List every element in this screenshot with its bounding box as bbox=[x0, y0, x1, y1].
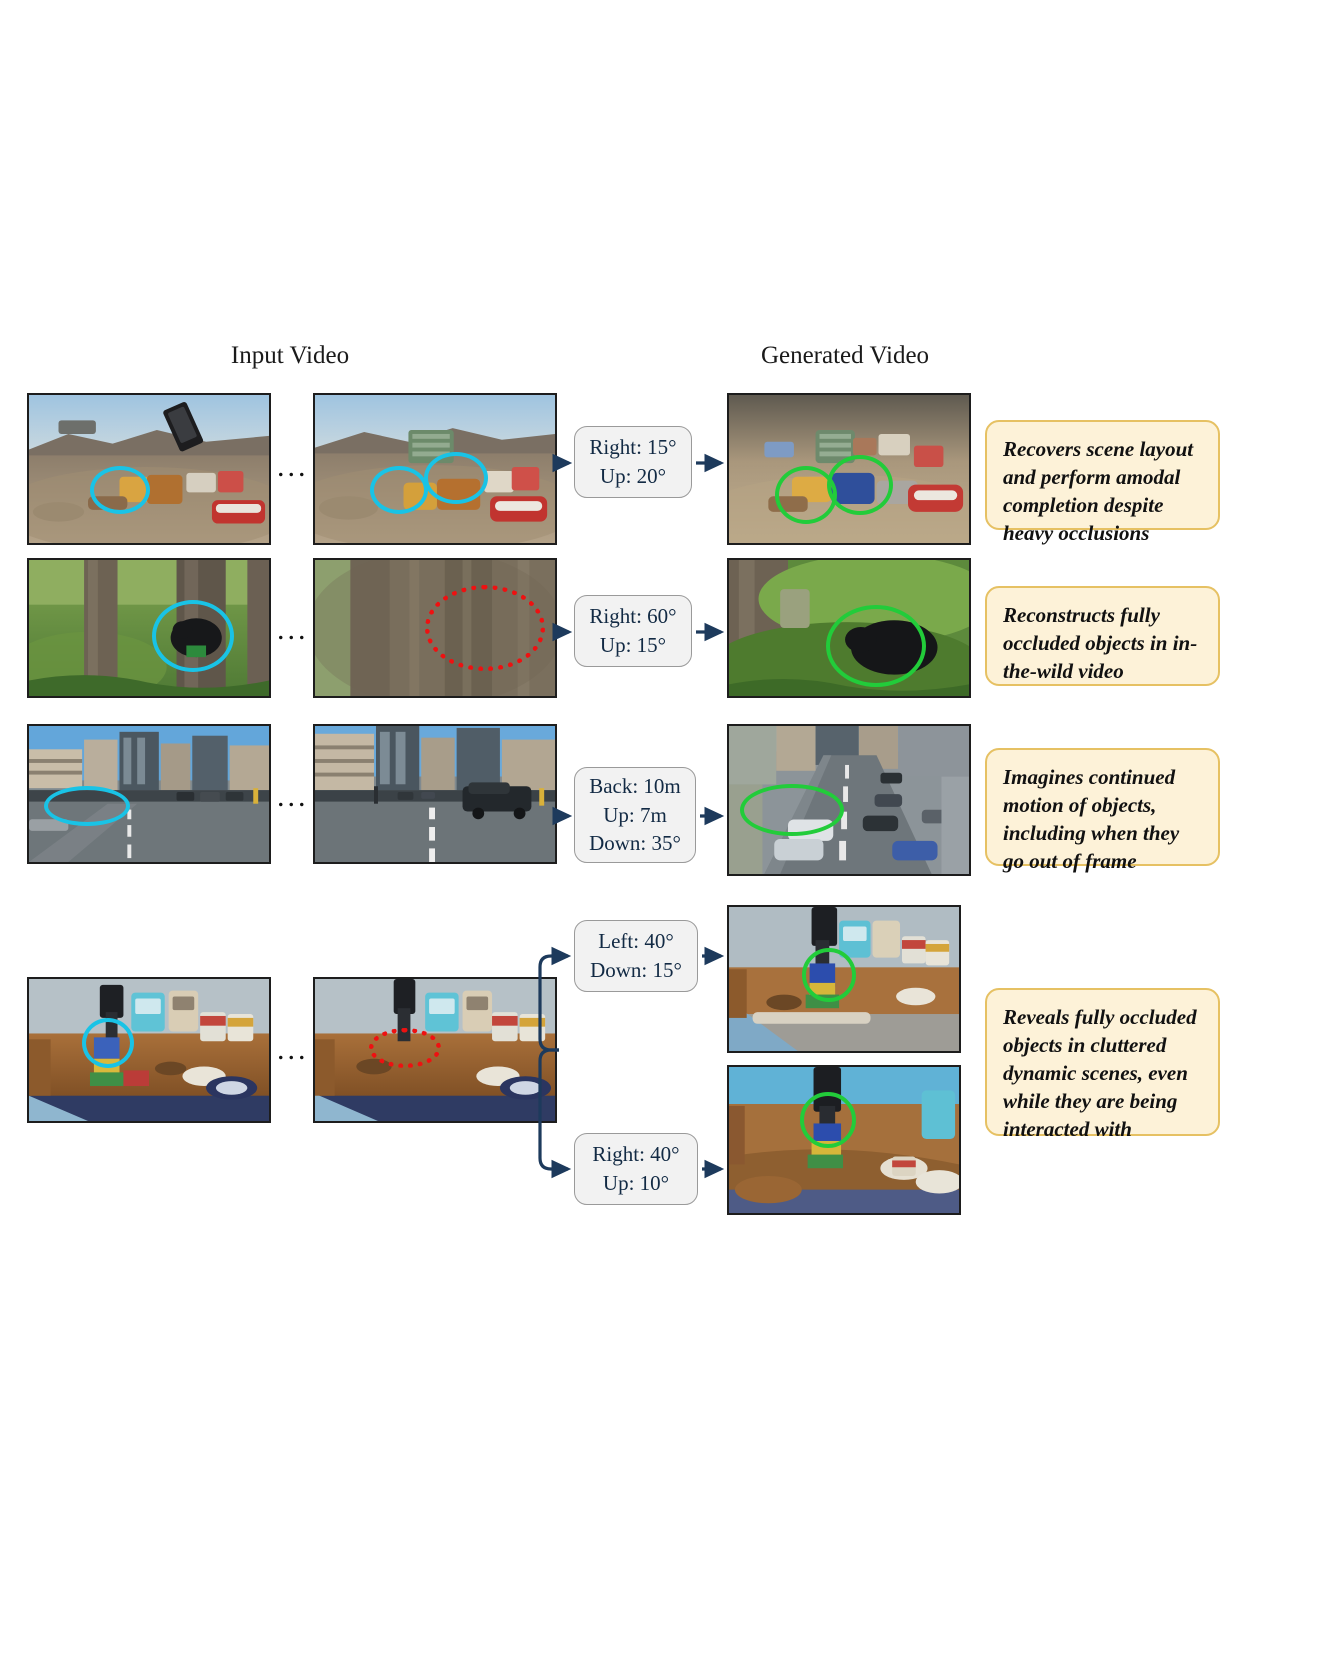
ellipsis-row2: ... bbox=[277, 613, 309, 646]
input-first-frame-row3 bbox=[27, 724, 271, 864]
highlight-circle-generated-row4-top bbox=[802, 948, 856, 1002]
ellipsis-row4: ... bbox=[277, 1033, 309, 1066]
generated-frame-row4-bottom bbox=[727, 1065, 961, 1215]
input-first-frame-row4 bbox=[27, 977, 271, 1123]
input-first-frame-row1 bbox=[27, 393, 271, 545]
camera-control-box-row4-top[interactable]: Left: 40° Down: 15° bbox=[574, 920, 698, 992]
caption-text: Reveals fully occluded objects in clutte… bbox=[1003, 1005, 1197, 1141]
caption-box-row2: Reconstructs fully occluded objects in i… bbox=[985, 586, 1220, 686]
generated-frame-row1 bbox=[727, 393, 971, 545]
highlight-circle-input-row4 bbox=[82, 1018, 134, 1068]
control-line: Down: 35° bbox=[589, 831, 681, 856]
occluded-region-circle-row4 bbox=[369, 1028, 441, 1068]
highlight-circle-generated-row3 bbox=[740, 784, 844, 836]
caption-text: Recovers scene layout and perform amodal… bbox=[1003, 437, 1194, 545]
control-line: Right: 40° bbox=[592, 1142, 680, 1167]
camera-control-box-row3[interactable]: Back: 10m Up: 7m Down: 35° bbox=[574, 767, 696, 863]
highlight-circle-generated-row4-bottom bbox=[800, 1092, 856, 1148]
control-line: Up: 7m bbox=[603, 802, 667, 827]
control-line: Right: 15° bbox=[589, 435, 677, 460]
caption-text: Reconstructs fully occluded objects in i… bbox=[1003, 603, 1198, 683]
input-first-frame-row2 bbox=[27, 558, 271, 698]
control-line: Up: 10° bbox=[602, 1171, 670, 1195]
highlight-circle-generated-row2 bbox=[826, 605, 926, 687]
column-header-generated-video: Generated Video bbox=[760, 342, 930, 369]
control-line: Up: 20° bbox=[599, 464, 667, 488]
control-line: Right: 60° bbox=[589, 604, 677, 629]
camera-control-box-row2[interactable]: Right: 60° Up: 15° bbox=[574, 595, 692, 667]
control-line: Left: 40° bbox=[598, 929, 674, 954]
ellipsis-row1: ... bbox=[277, 450, 309, 483]
caption-text: Imagines continued motion of objects, in… bbox=[1003, 765, 1180, 873]
highlight-circle-input-row2 bbox=[152, 600, 234, 672]
control-line: Up: 15° bbox=[599, 633, 667, 657]
highlight-circle-input-row1-b bbox=[370, 466, 428, 514]
ellipsis-row3: ... bbox=[277, 780, 309, 813]
caption-box-row4: Reveals fully occluded objects in clutte… bbox=[985, 988, 1220, 1141]
camera-control-box-row4-bottom[interactable]: Right: 40° Up: 10° bbox=[574, 1133, 698, 1205]
caption-box-row3: Imagines continued motion of objects, in… bbox=[985, 748, 1220, 873]
control-line: Down: 15° bbox=[590, 958, 682, 982]
highlight-circle-input-row1-a bbox=[90, 466, 150, 514]
column-header-input-video: Input Video bbox=[230, 342, 350, 369]
highlight-circle-input-row3 bbox=[44, 786, 130, 826]
input-last-frame-row4 bbox=[313, 977, 557, 1123]
occluded-region-circle-row2 bbox=[425, 585, 545, 671]
highlight-circle-input-row1-c bbox=[424, 452, 488, 504]
control-line: Back: 10m bbox=[589, 773, 681, 798]
input-last-frame-row3 bbox=[313, 724, 557, 864]
camera-control-box-row1[interactable]: Right: 15° Up: 20° bbox=[574, 426, 692, 498]
caption-box-row1: Recovers scene layout and perform amodal… bbox=[985, 420, 1220, 545]
highlight-circle-generated-row1-b bbox=[827, 455, 893, 515]
